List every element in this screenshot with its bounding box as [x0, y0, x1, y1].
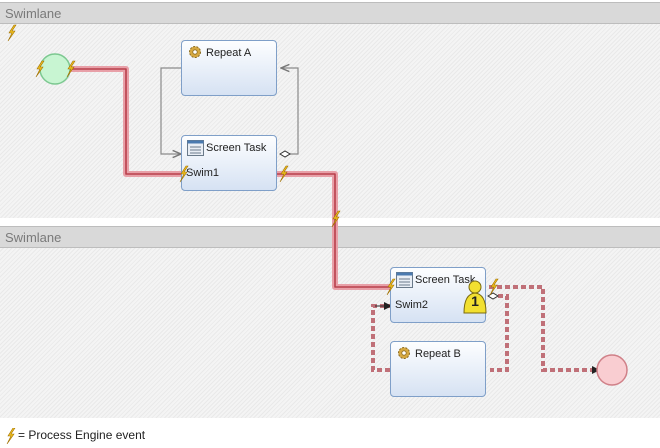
task-repeat-a[interactable]: Repeat A: [181, 40, 277, 96]
task-repeat-b[interactable]: Repeat B: [390, 341, 486, 397]
token-badge[interactable]: 1: [462, 279, 488, 315]
lightning-icon: [35, 60, 45, 78]
gear-icon: [187, 44, 203, 64]
token-count: 1: [471, 293, 479, 309]
loop-connector-a-right: [281, 68, 299, 155]
swimlane-2-header[interactable]: Swimlane: [0, 226, 660, 248]
lightning-icon: [386, 278, 396, 296]
lightning-icon: [279, 165, 289, 183]
lightning-icon: [331, 210, 341, 228]
screen-icon: [187, 140, 204, 160]
gear-icon: [396, 345, 412, 365]
task-repeat-a-label: Repeat A: [206, 47, 252, 59]
swimlane-1-body: [0, 24, 660, 218]
swimlane-2-title: Swimlane: [5, 230, 62, 245]
lightning-icon: [179, 165, 189, 183]
task-screen-task-2-label: Screen Task: [415, 274, 476, 286]
lightning-icon: [66, 60, 76, 78]
diamond-connector-1: [279, 150, 291, 158]
loop-connector-a-left: [160, 67, 182, 154]
swimlane-1-title: Swimlane: [5, 6, 62, 21]
task-screen-task-2-sub: Swim2: [395, 299, 429, 311]
task-screen-task-1-sub: Swim1: [186, 167, 220, 179]
lightning-icon: [489, 278, 499, 296]
screen-icon: [396, 272, 413, 292]
task-screen-task-1[interactable]: Screen Task Swim1: [181, 135, 277, 191]
swimlane-1-header[interactable]: Swimlane: [0, 2, 660, 24]
dashed-path-to-end: [489, 285, 598, 372]
legend-text: = Process Engine event: [18, 428, 146, 442]
task-repeat-b-label: Repeat B: [415, 348, 461, 360]
swimlane-2-body: [0, 248, 660, 418]
end-event: [596, 354, 628, 386]
task-screen-task-1-label: Screen Task: [206, 142, 267, 154]
lightning-icon: [6, 428, 16, 444]
lightning-icon: [7, 24, 17, 42]
